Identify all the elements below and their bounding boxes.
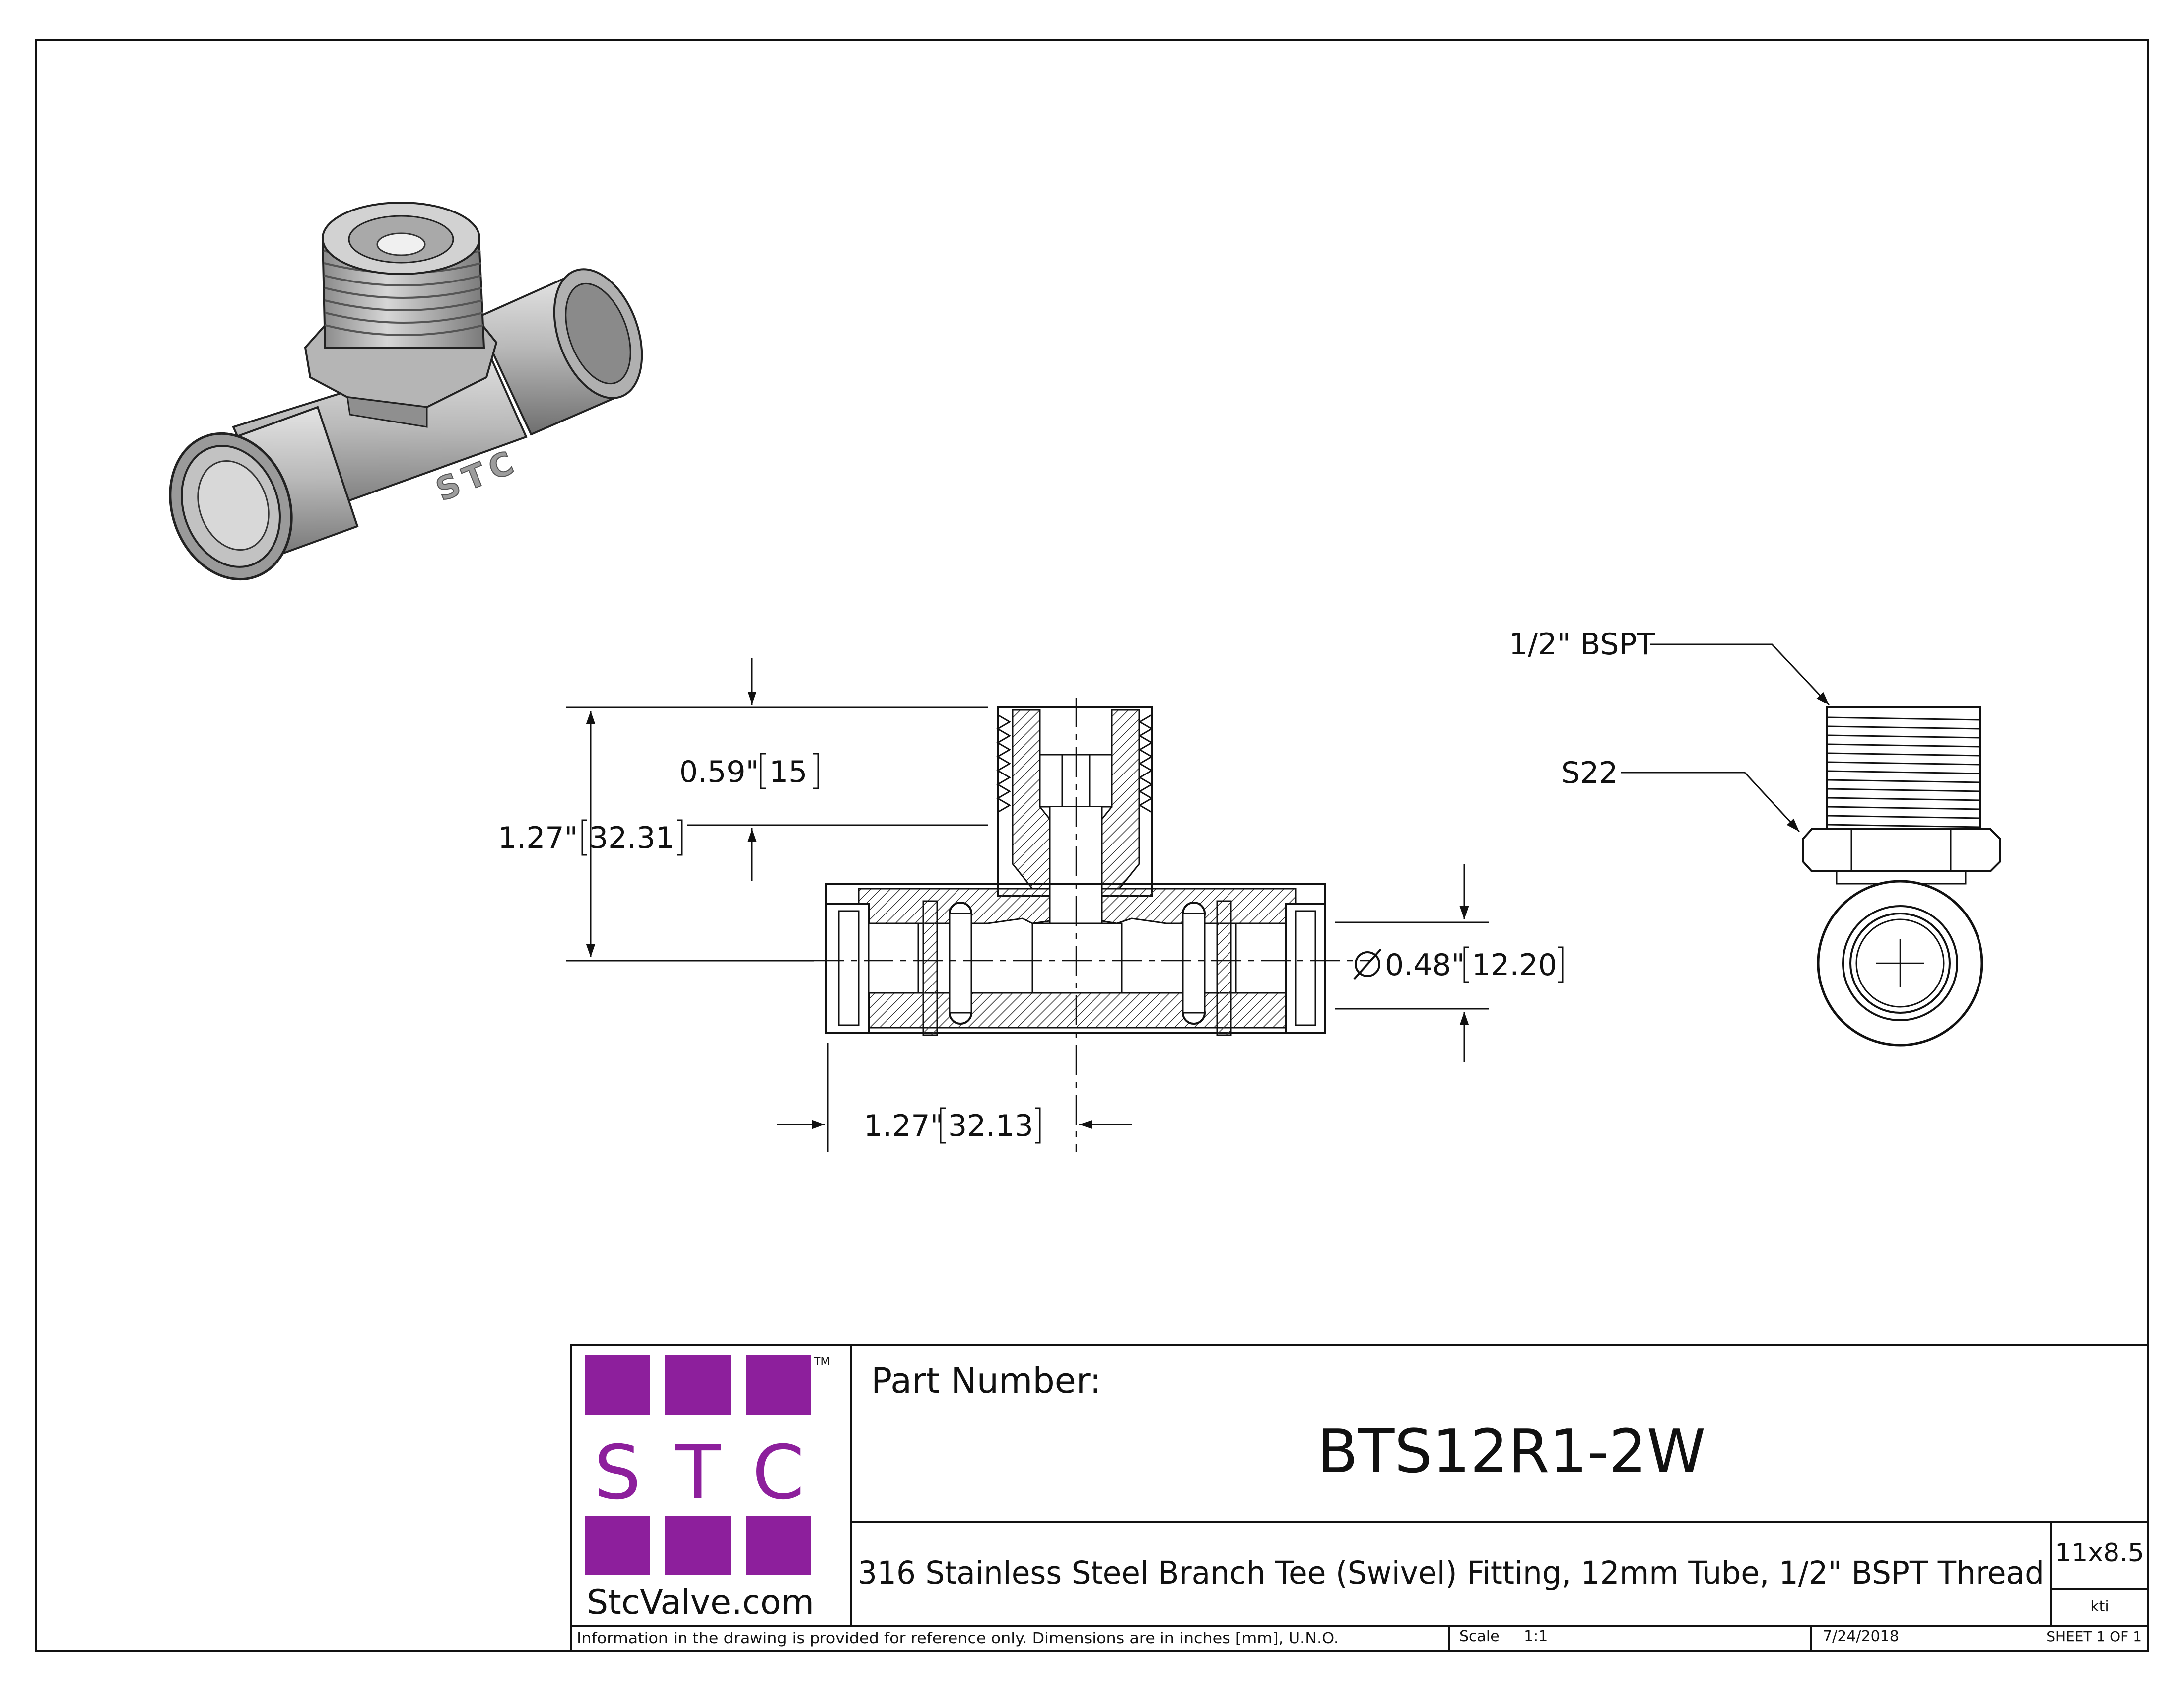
dim-bracket — [760, 753, 819, 789]
logo-trademark: TM — [814, 1356, 830, 1368]
logo-square — [665, 1516, 731, 1575]
dim-depth-mm: 15 — [769, 755, 807, 789]
drawn-by: kti — [2090, 1598, 2109, 1615]
scale-value: 1:1 — [1524, 1628, 1548, 1645]
section-left-teeth — [922, 900, 938, 1036]
iso-thread-stem — [321, 202, 485, 349]
iso-left-run — [169, 406, 359, 581]
scale-label: Scale — [1459, 1628, 1500, 1645]
dimension-text: 0.59" 15 1.27" 32.31 0.48" 12.20 1.27" 3… — [498, 755, 1557, 1143]
section-left-release — [838, 910, 860, 1026]
dim-bracket — [940, 1107, 1041, 1144]
leader-thread — [1650, 643, 1830, 706]
logo-square — [746, 1516, 811, 1575]
side-hex-nut — [1802, 828, 2001, 872]
section-right-tube-bore — [1235, 922, 1287, 994]
dim-bracket — [1463, 946, 1564, 983]
title-block-text: Part Number: BTS12R1-2W 316 Stainless St… — [577, 1360, 2144, 1647]
section-run-bore — [1031, 922, 1123, 994]
logo-square — [665, 1355, 731, 1415]
sheet-number: SHEET 1 OF 1 — [2047, 1628, 2142, 1645]
logo-square — [746, 1355, 811, 1415]
side-thread-lines — [1826, 716, 1981, 828]
dim-diameter-mm: 12.20 — [1472, 948, 1557, 983]
part-description: 316 Stainless Steel Branch Tee (Swivel) … — [858, 1555, 2044, 1591]
logo-caption: StcValve.com — [587, 1583, 814, 1622]
dim-bracket — [581, 819, 682, 856]
title-block — [570, 1344, 2149, 1652]
section-right-teeth — [1216, 900, 1232, 1036]
section-left-tube-bore — [868, 922, 919, 994]
logo-square — [585, 1355, 650, 1415]
dimensions — [566, 658, 1564, 1152]
leader-hex — [1621, 772, 1800, 833]
drawing-date: 7/24/2018 — [1823, 1628, 1899, 1645]
part-number-label: Part Number: — [871, 1360, 1101, 1401]
stc-logo: S T C TM StcValve.com — [585, 1355, 830, 1622]
part-number: BTS12R1-2W — [1317, 1417, 1706, 1486]
section-view — [764, 698, 1370, 1152]
section-right-oring-body — [1182, 913, 1206, 1014]
logo-letter-c: C — [752, 1430, 805, 1516]
callout-text: 1/2" BSPT S22 — [1509, 627, 1655, 790]
logo-letter-s: S — [594, 1430, 641, 1516]
dim-half-length-mm: 32.13 — [948, 1109, 1033, 1143]
dim-half-length-inch: 1.27" — [864, 1109, 944, 1143]
iso-right-run — [475, 268, 643, 436]
disclaimer: Information in the drawing is provided f… — [577, 1630, 1339, 1647]
callout-leaders — [1621, 643, 1830, 833]
isometric-view: STC — [169, 202, 643, 581]
section-thread-left — [996, 714, 1011, 813]
logo-letter-t: T — [675, 1430, 721, 1516]
dim-height-inch: 1.27" — [498, 821, 578, 855]
sheet-size: 11x8.5 — [2055, 1538, 2144, 1568]
diameter-symbol — [1353, 948, 1382, 980]
title-block-frame — [570, 1344, 2149, 1652]
dim-height-mm: 32.31 — [589, 821, 675, 855]
callout-hex-label: S22 — [1561, 756, 1618, 790]
side-view — [1802, 706, 2001, 1047]
dim-diameter-inch: 0.48" — [1385, 948, 1465, 983]
callout-thread-label: 1/2" BSPT — [1509, 627, 1655, 662]
section-right-release — [1295, 910, 1316, 1026]
dim-depth-inch: 0.59" — [679, 755, 759, 789]
logo-square — [585, 1516, 650, 1575]
section-left-oring-body — [949, 913, 972, 1014]
